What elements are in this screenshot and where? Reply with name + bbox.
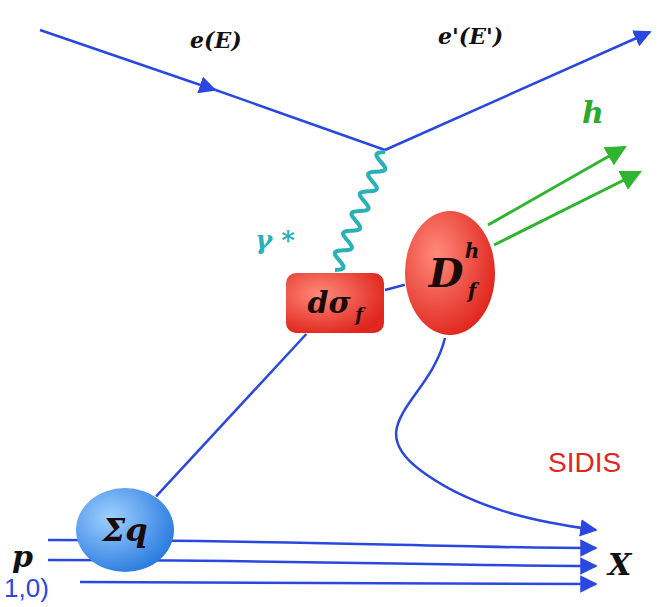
- particle-label: γ *: [255, 226, 295, 255]
- index-label: f: [468, 281, 477, 301]
- process-label: SIDIS: [548, 448, 621, 479]
- electron-line: [385, 32, 650, 150]
- node-label: dσ: [307, 288, 350, 318]
- proton-line: [80, 582, 596, 584]
- particle-label: e(E): [190, 28, 242, 52]
- quark-line: [156, 334, 306, 496]
- index-label: h: [465, 241, 480, 261]
- index-label: f: [355, 306, 363, 324]
- particle-label: e'(E'): [438, 24, 503, 48]
- electron-line: [40, 30, 215, 90]
- note-label: 1,0): [4, 574, 49, 603]
- cross-section-box: dσf: [285, 272, 385, 334]
- particle-label: X: [608, 548, 631, 581]
- hadron-arrow: [494, 172, 640, 245]
- particle-label: h: [582, 96, 604, 129]
- quark-line: [396, 338, 596, 530]
- particle-label: p: [12, 540, 33, 573]
- photon-line: [335, 152, 385, 270]
- quark-line: [385, 285, 405, 290]
- electron-line: [210, 88, 385, 150]
- node-label: Σq: [103, 514, 148, 546]
- parton-blob: Σq: [75, 487, 175, 573]
- node-label: D: [429, 253, 464, 293]
- fragmentation-blob: Dhf: [404, 210, 496, 336]
